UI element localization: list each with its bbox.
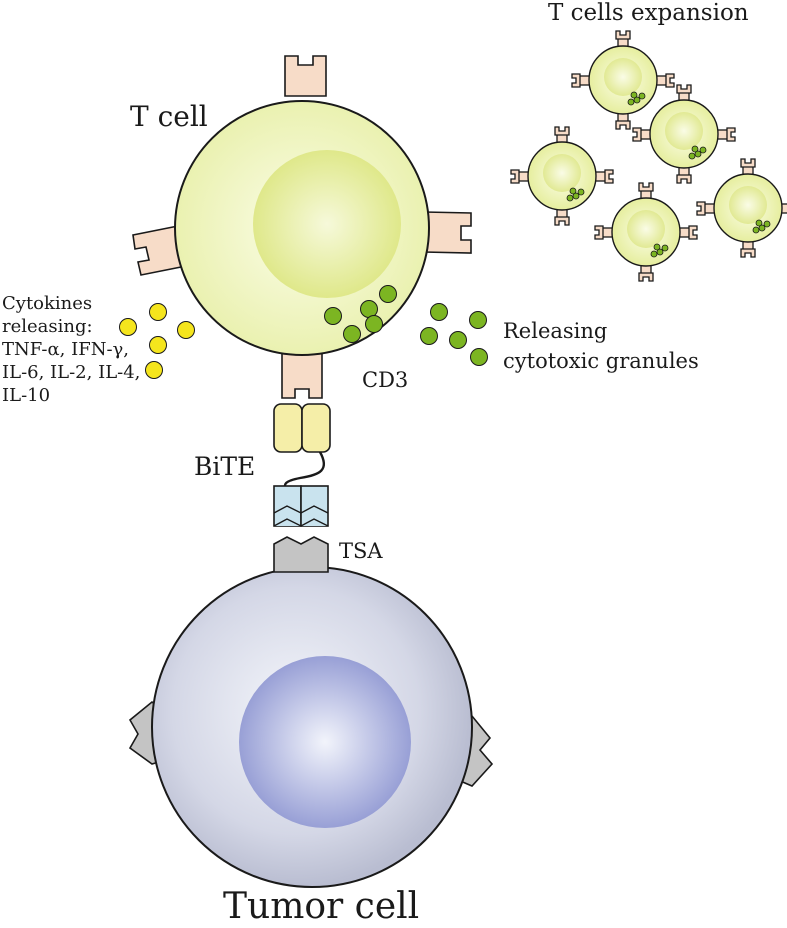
- expanded-t-cell: [594, 182, 698, 282]
- releasing-granules-label: Releasing cytotoxic granules: [503, 316, 699, 376]
- bite-anti-cd3-left: [273, 403, 303, 453]
- t-cell-label: T cell: [130, 100, 208, 133]
- cytokine: [149, 303, 167, 321]
- expanded-t-cell: [510, 126, 614, 226]
- bite-antibody: [273, 403, 331, 527]
- granule: [430, 303, 448, 321]
- tumor-cell-label: Tumor cell: [223, 886, 420, 927]
- granule-internal: [324, 307, 342, 325]
- granule: [420, 327, 438, 345]
- granule-internal: [379, 285, 397, 303]
- cd3-receptor: [281, 351, 323, 399]
- tsa-antigen: [273, 536, 329, 573]
- cd3-label: CD3: [362, 368, 409, 392]
- cytokines-line: releasing:: [2, 316, 93, 337]
- t-cell-nucleus: [253, 150, 401, 298]
- t-cells-expansion: [510, 30, 787, 282]
- receptor-right: [423, 211, 472, 254]
- cytokines: [119, 303, 195, 379]
- t-cells-expansion-label: T cells expansion: [548, 0, 749, 26]
- granule-internal: [365, 315, 383, 333]
- cytokine: [119, 318, 137, 336]
- released-granules: [420, 303, 488, 366]
- granule-internal: [360, 300, 378, 318]
- expanded-t-cell: [696, 158, 787, 258]
- granule: [469, 311, 487, 329]
- cytokines-line: TNF-α, IFN-γ,: [2, 339, 130, 360]
- t-cell-internal-granules: [324, 285, 397, 343]
- tsa-label: TSA: [339, 539, 383, 563]
- cytokines-label: Cytokines releasing: TNF-α, IFN-γ, IL-6,…: [2, 292, 140, 407]
- bite-label: BiTE: [194, 452, 256, 481]
- cytokine: [149, 336, 167, 354]
- granule-internal: [343, 325, 361, 343]
- bite-linker: [283, 451, 326, 491]
- bite-anti-cd3-right: [301, 403, 331, 453]
- releasing-line: Releasing: [503, 319, 608, 343]
- receptor-top: [284, 55, 327, 97]
- cytokines-line: IL-10: [2, 385, 51, 406]
- cytokine: [177, 321, 195, 339]
- cytokines-line: IL-6, IL-2, IL-4,: [2, 362, 141, 383]
- granule: [449, 331, 467, 349]
- granule: [470, 348, 488, 366]
- releasing-line: cytotoxic granules: [503, 349, 699, 373]
- tumor-cell-nucleus: [239, 656, 411, 828]
- cytokines-line: Cytokines: [2, 293, 93, 314]
- cytokine: [145, 361, 163, 379]
